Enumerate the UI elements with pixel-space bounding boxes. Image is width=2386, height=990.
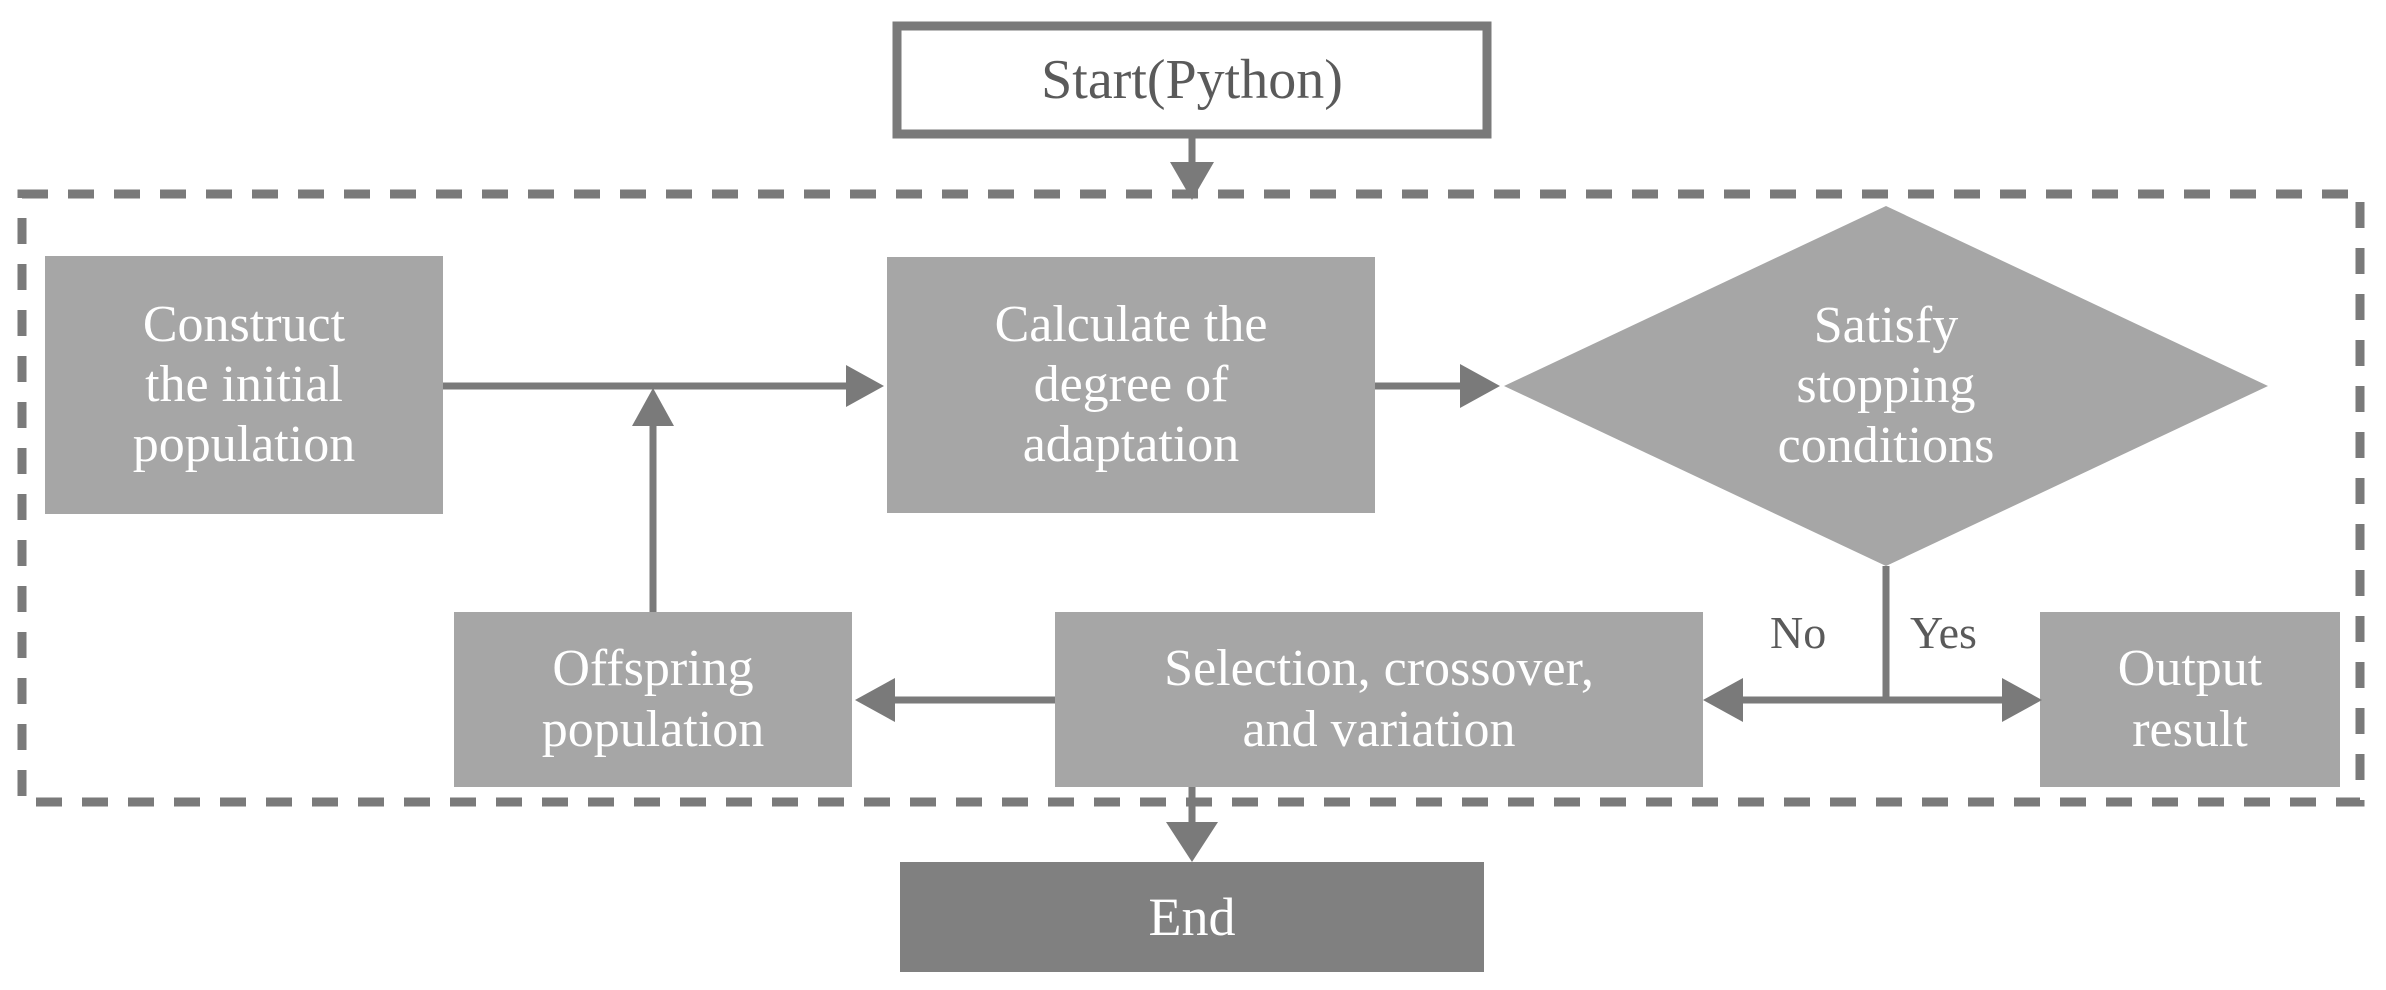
node-construct-shape[interactable] [45,256,443,514]
edge-label-yes: Yes [1910,607,1977,658]
node-construct[interactable] [45,256,443,514]
node-offspring[interactable] [454,612,852,787]
node-selection-shape[interactable] [1055,612,1703,787]
node-output-shape[interactable] [2040,612,2340,787]
edge-selection-to-offspring [855,678,1055,722]
node-satisfy-shape[interactable] [1504,206,2268,566]
edge-calculate-to-satisfy [1375,364,1500,408]
node-output[interactable] [2040,612,2340,787]
node-satisfy[interactable] [1636,246,2136,526]
node-end-shape[interactable] [900,862,1484,972]
edge-start-to-calculate [1170,134,1214,200]
node-calculate[interactable] [887,257,1375,513]
node-end[interactable] [900,862,1484,972]
edge-label-no: No [1770,607,1827,658]
node-calculate-shape[interactable] [887,257,1375,513]
edge-group-to-end [1166,787,1218,862]
edge-offspring-to-calculate [632,388,674,612]
node-offspring-shape[interactable] [454,612,852,787]
node-start[interactable] [897,26,1487,134]
node-selection[interactable] [1055,612,1703,787]
edge-satisfy-split [1703,566,2042,722]
edge-construct-to-calculate [443,365,884,407]
